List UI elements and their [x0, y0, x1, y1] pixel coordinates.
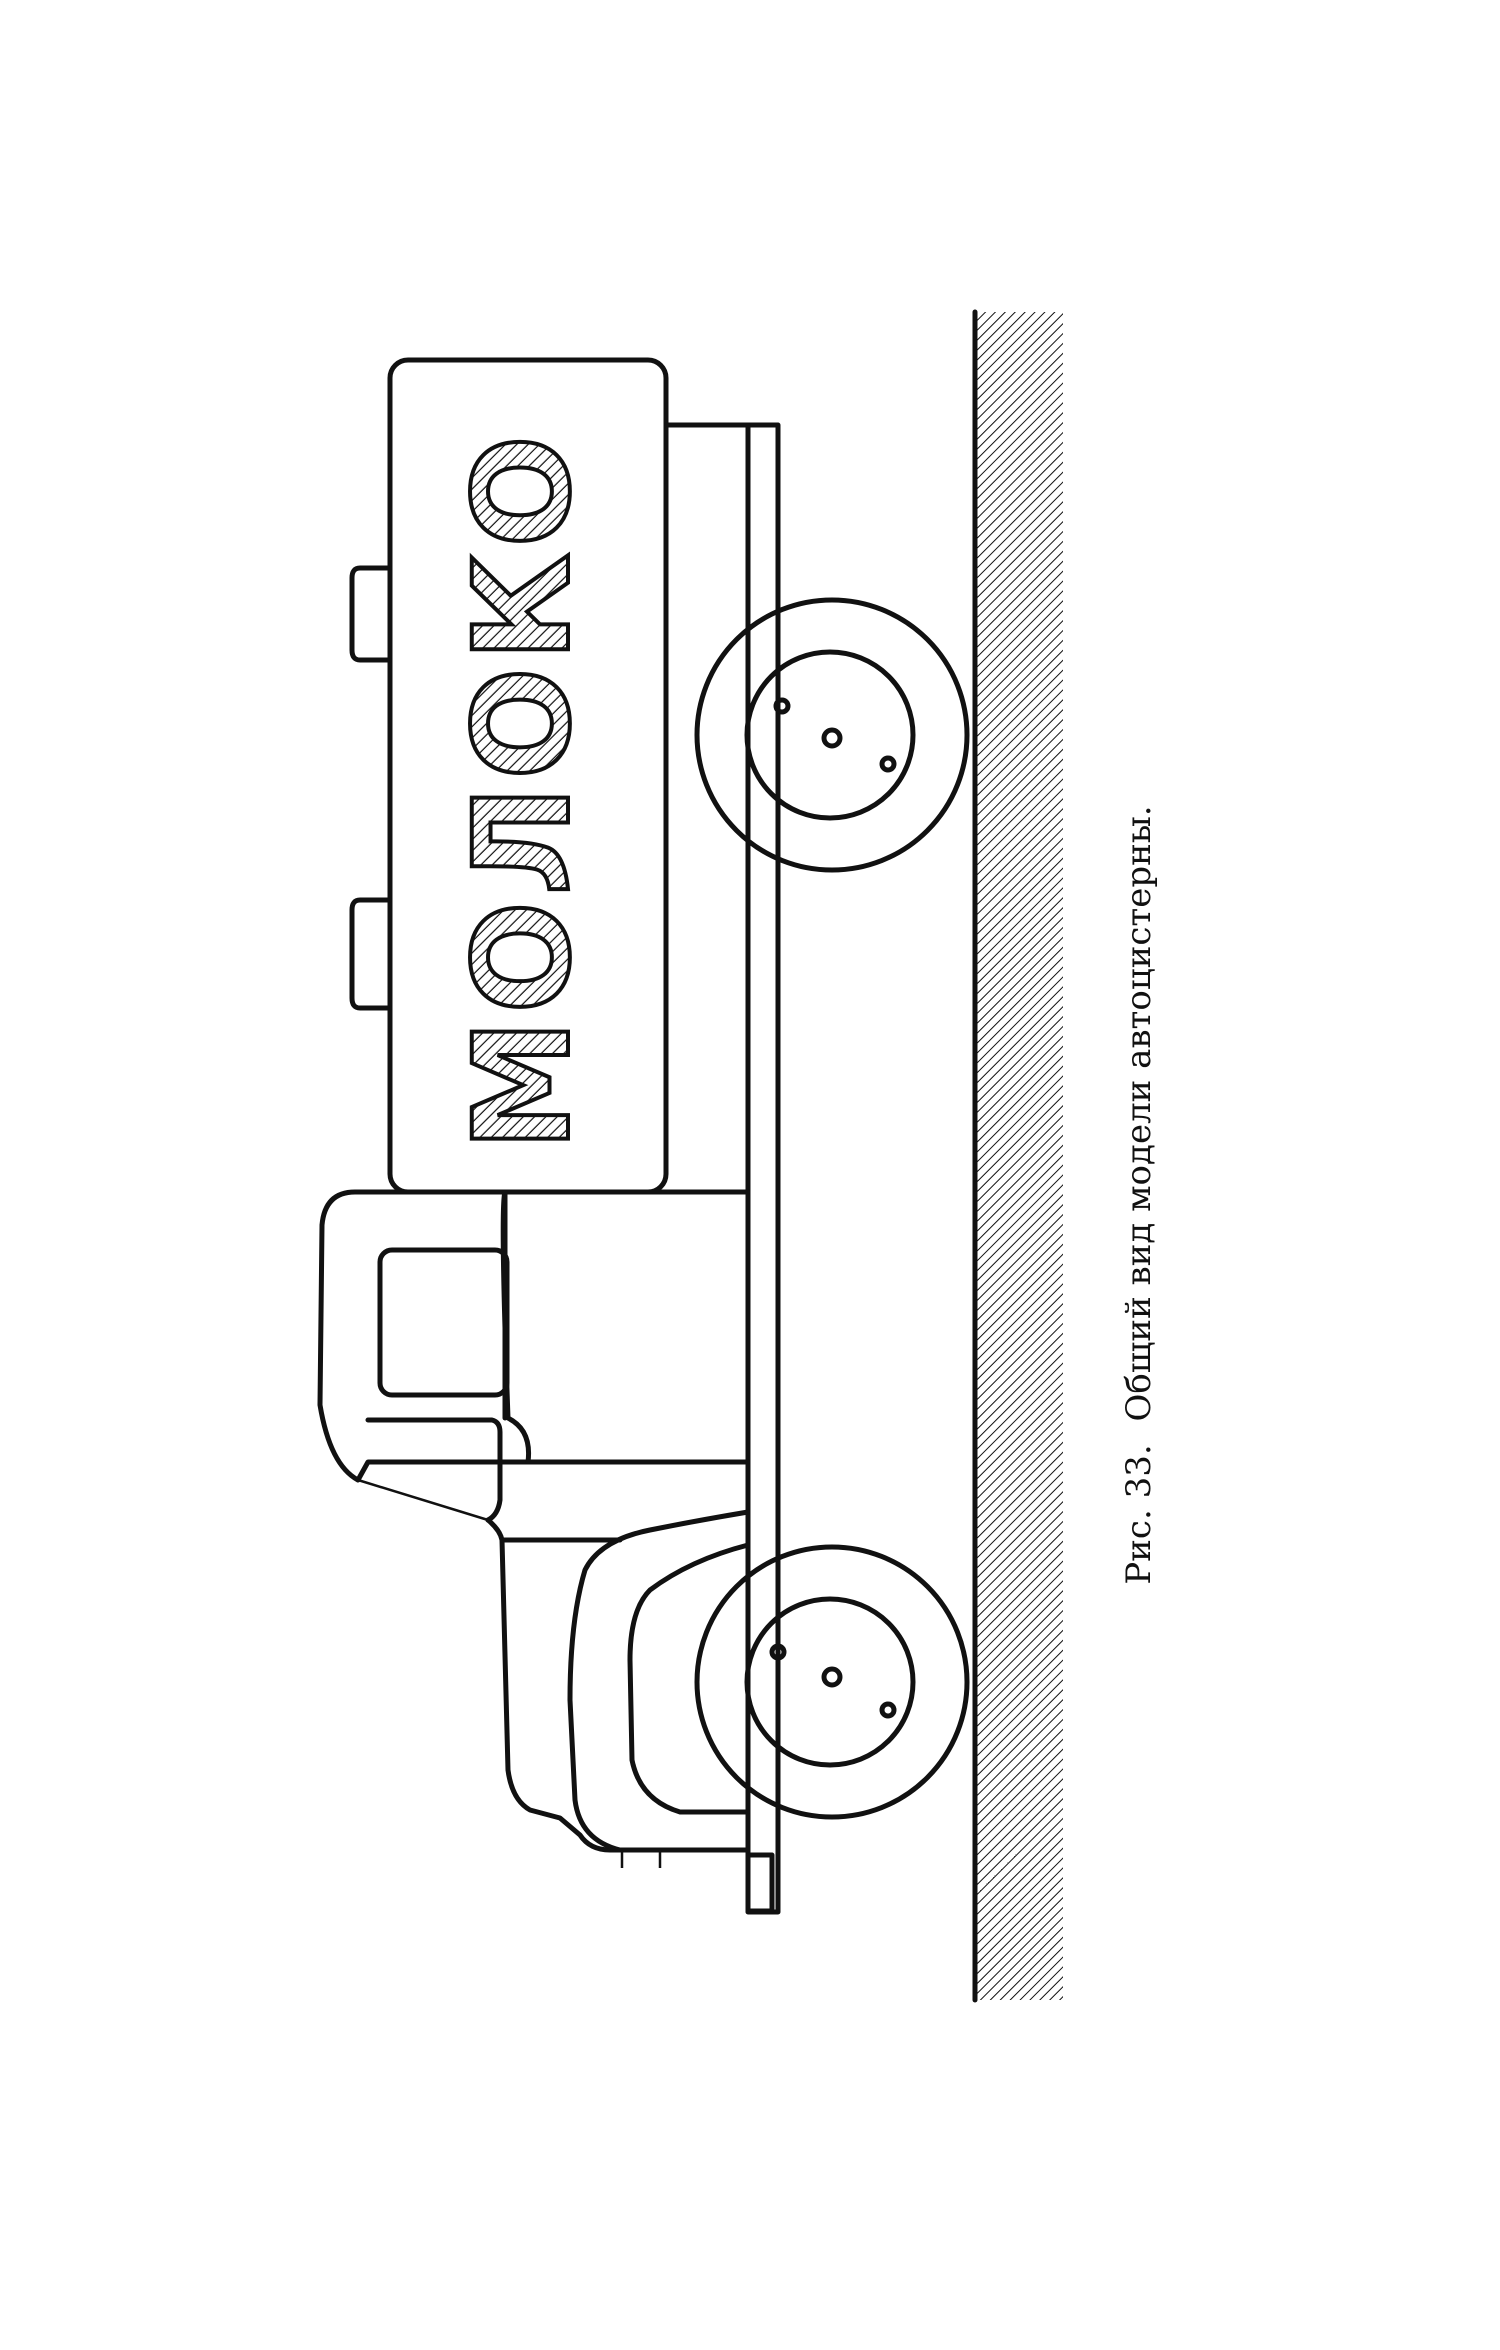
ground: [972, 309, 1063, 2003]
milk-tank: МОЛОКО: [349, 357, 751, 1195]
tank-label: МОЛОКО: [446, 429, 600, 1151]
chassis-frame: [745, 422, 781, 1915]
front-fender: [567, 1509, 751, 1853]
truck-hood: [485, 1509, 775, 1914]
truck-cab: [317, 1189, 751, 1523]
rear-wheel: [694, 597, 970, 873]
cab-window: [377, 1247, 510, 1398]
front-wheel: [694, 1544, 970, 1820]
caption-number: Рис. 33.: [1119, 1444, 1159, 1584]
caption-text: Общий вид модели автоцистерны.: [1119, 805, 1159, 1421]
svg-text:Рис. 33. Общий вид модел: Рис. 33. Общий вид модели автоцистерны.: [1119, 805, 1159, 1584]
figure-caption: Рис. 33. Общий вид модели автоцистерны.: [1119, 805, 1159, 1584]
